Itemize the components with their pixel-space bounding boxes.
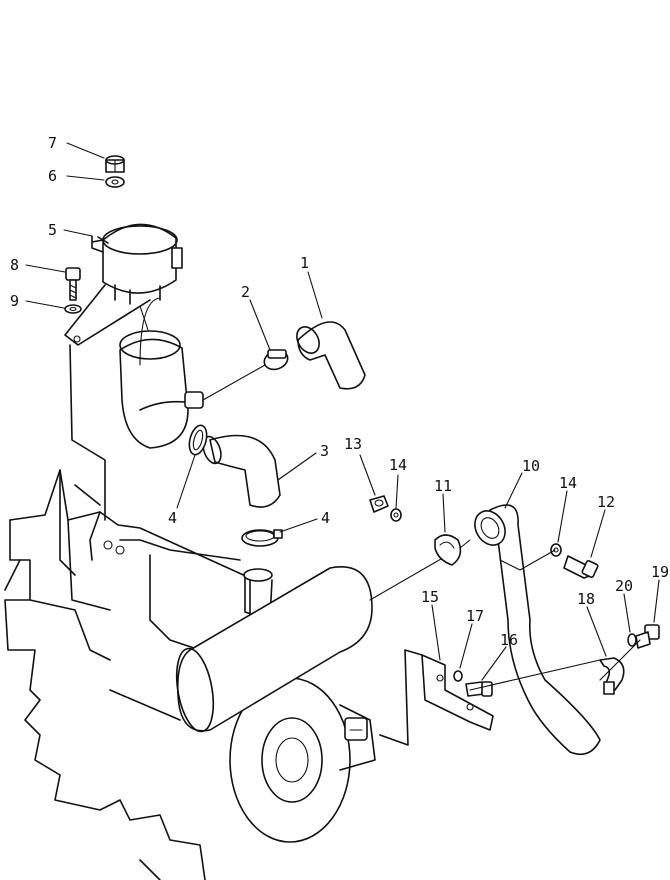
air-cleaner	[64, 223, 266, 521]
part-1-hose-elbow	[296, 321, 366, 390]
part-14-washer-left	[390, 508, 402, 522]
part-15-bracket	[379, 649, 494, 746]
callout-11: 11	[434, 477, 452, 495]
muffler	[175, 547, 461, 733]
part-12-bolt	[563, 555, 599, 579]
part-8-bolt	[65, 267, 81, 301]
part-4-clamp-upper	[188, 424, 208, 456]
callout-14-left: 14	[389, 456, 407, 474]
part-19-bolt	[635, 624, 660, 649]
part-6-washer	[105, 176, 125, 188]
callout-3: 3	[320, 442, 329, 460]
callout-2: 2	[241, 283, 250, 301]
callout-5: 5	[48, 221, 57, 239]
callout-16: 16	[500, 631, 518, 649]
callout-12: 12	[597, 493, 615, 511]
callout-18: 18	[577, 590, 595, 608]
callout-17: 17	[466, 607, 484, 625]
callout-10: 10	[522, 457, 540, 475]
part-4-clamp-lower	[241, 529, 283, 547]
part-5-band	[97, 236, 109, 244]
part-7-nut	[105, 155, 125, 173]
part-20-washer	[627, 633, 637, 647]
assembly-lines	[459, 539, 641, 691]
part-14-washer-right	[550, 543, 562, 557]
part-9-washer	[64, 304, 82, 314]
part-3-hose	[202, 434, 281, 508]
part-2-hose-clamp	[263, 349, 289, 371]
callout-19: 19	[651, 563, 669, 581]
part-17-washer	[453, 670, 463, 682]
callout-4-lower: 4	[321, 509, 330, 527]
part-10-exhaust-pipe	[474, 504, 601, 756]
callout-14-right: 14	[559, 474, 577, 492]
callout-4-upper: 4	[168, 509, 177, 527]
callout-8: 8	[10, 256, 19, 274]
part-13-nut	[369, 495, 389, 513]
callout-20: 20	[615, 577, 633, 595]
part-16-bolt	[465, 681, 493, 697]
callout-7: 7	[48, 134, 57, 152]
callout-13: 13	[344, 435, 362, 453]
callout-6: 6	[48, 167, 57, 185]
part-18-u-clamp	[599, 657, 625, 695]
callout-9: 9	[10, 292, 19, 310]
callout-1: 1	[300, 254, 309, 272]
callout-15: 15	[421, 588, 439, 606]
part-11-clip	[434, 534, 462, 566]
